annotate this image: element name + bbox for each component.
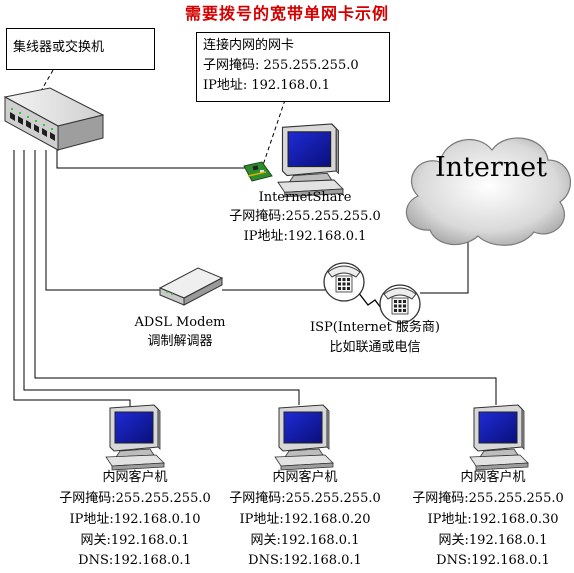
client-2-ip: IP地址:192.168.0.20 — [239, 512, 371, 527]
isp-label: ISP(Internet 服务商) — [310, 320, 440, 335]
internetshare-computer-icon — [277, 123, 344, 198]
client-2-dns: DNS:192.168.0.1 — [248, 553, 362, 568]
client-1-mask: 子网掩码:255.255.255.0 — [59, 491, 211, 506]
client-computer-icon-3 — [469, 404, 529, 471]
cable-client-3 — [34, 150, 497, 405]
internetshare-name: InternetShare — [258, 190, 352, 205]
cable-client-2 — [23, 150, 300, 405]
phone-icon-left — [323, 262, 365, 302]
client-1-ip: IP地址:192.168.0.10 — [69, 512, 201, 527]
cable-to-internetshare — [56, 150, 248, 169]
adsl-modem-icon — [158, 267, 224, 306]
cable-to-modem — [45, 150, 168, 291]
network-card-icon — [243, 161, 273, 182]
client-1-dns: DNS:192.168.0.1 — [78, 553, 192, 568]
client-2-gateway: 网关:192.168.0.1 — [250, 533, 360, 548]
nic-callout: 连接内网的网卡 子网掩码: 255.255.255.0 IP地址: 192.16… — [196, 32, 390, 102]
client-3-ip: IP地址:192.168.0.30 — [427, 512, 559, 527]
client-3-gateway: 网关:192.168.0.1 — [438, 533, 548, 548]
client-2-name: 内网客户机 — [272, 470, 338, 485]
network-cables — [13, 150, 497, 408]
hub-callout: 集线器或交换机 — [6, 28, 155, 70]
internetshare-mask: 子网掩码:255.255.255.0 — [229, 209, 381, 224]
client-2-mask: 子网掩码:255.255.255.0 — [229, 491, 381, 506]
diagram-title: 需要拨号的宽带单网卡示例 — [184, 4, 389, 23]
nic-callout-ip: IP地址: 192.168.0.1 — [203, 78, 330, 93]
cable-isp-to-internet — [420, 230, 469, 294]
client-3-mask: 子网掩码:255.255.255.0 — [412, 491, 564, 506]
client-computer-icon-1 — [105, 404, 165, 471]
modem-label: ADSL Modem — [134, 315, 226, 330]
isp-sublabel: 比如联通或电信 — [329, 340, 421, 355]
client-computer-icon-2 — [274, 404, 334, 471]
hub-label: 集线器或交换机 — [13, 40, 105, 55]
client-3-name: 内网客户机 — [460, 470, 526, 485]
hub-switch-icon — [3, 87, 105, 151]
cable-client-1 — [13, 150, 131, 408]
internetshare-ip: IP地址:192.168.0.1 — [243, 229, 367, 244]
modem-sublabel: 调制解调器 — [147, 334, 213, 349]
nic-callout-title: 连接内网的网卡 — [203, 38, 295, 53]
client-1-gateway: 网关:192.168.0.1 — [80, 533, 190, 548]
internet-cloud-icon — [405, 137, 571, 246]
nic-callout-mask: 子网掩码: 255.255.255.0 — [203, 58, 359, 73]
internet-label: Internet — [435, 152, 548, 183]
client-1-name: 内网客户机 — [102, 470, 168, 485]
client-3-dns: DNS:192.168.0.1 — [436, 553, 550, 568]
